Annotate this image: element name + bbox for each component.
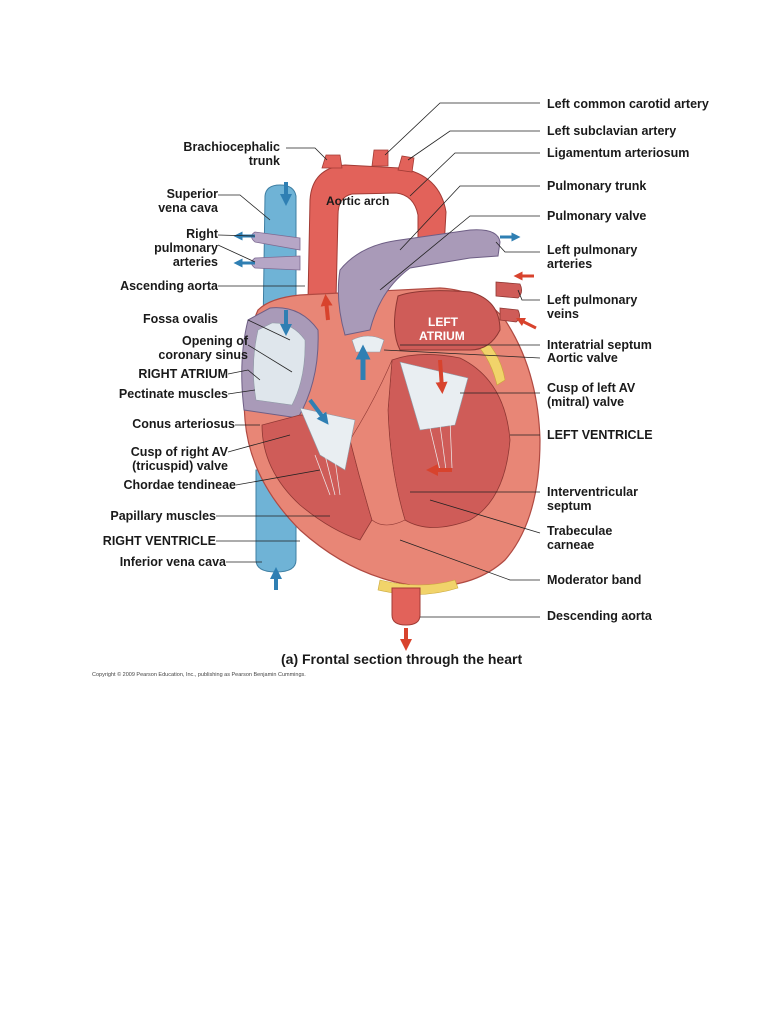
label-left-atrium-line1: LEFT [428, 315, 459, 329]
left-pulmonary-vein-upper [495, 281, 522, 299]
left-label-13: RIGHT VENTRICLE [103, 534, 216, 548]
right-label-15: Descending aorta [547, 609, 653, 623]
left-label-11: Chordae tendineae [123, 478, 236, 492]
right-label-11: LEFT VENTRICLE [547, 428, 653, 442]
copyright-notice: Copyright © 2009 Pearson Education, Inc.… [92, 671, 306, 678]
right-label-1: Left common carotid artery [547, 97, 709, 111]
left-label-4: Ascending aorta [120, 279, 219, 293]
right-label-9: Aortic valve [547, 351, 618, 365]
figure-caption: (a) Frontal section through the heart [281, 651, 522, 667]
right-label-7-line1: Left pulmonary [547, 293, 637, 307]
right-label-8: Interatrial septum [547, 338, 652, 352]
right-label-10-line2: (mitral) valve [547, 395, 624, 409]
left-label-3-line3: arteries [173, 255, 218, 269]
label-left-atrium-line2: ATRIUM [419, 329, 465, 343]
mitral-valve [399, 361, 469, 431]
left-label-5: Fossa ovalis [143, 312, 218, 326]
left-label-2-line1: Superior [167, 187, 219, 201]
left-label-7: RIGHT ATRIUM [138, 367, 228, 381]
right-label-10-line1: Cusp of left AV [547, 381, 636, 395]
left-label-14: Inferior vena cava [120, 555, 227, 569]
heart-illustration [241, 149, 541, 626]
left-label-6-line2: coronary sinus [158, 348, 248, 362]
left-label-10-line2: (tricuspid) valve [132, 459, 228, 473]
left-pulmonary-vein-lower [499, 307, 520, 323]
right-label-12-line1: Interventricular [547, 485, 638, 499]
left-common-carotid [371, 149, 389, 167]
right-label-4: Pulmonary trunk [547, 179, 646, 193]
right-label-14: Moderator band [547, 573, 641, 587]
arrow-ra-tv [308, 398, 329, 425]
right-label-7-line2: veins [547, 307, 579, 321]
arrow-lpv-lower [515, 317, 537, 330]
right-label-2: Left subclavian artery [547, 124, 676, 138]
interventricular-septum [349, 359, 406, 526]
left-label-2-line2: vena cava [158, 201, 219, 215]
left-label-12: Papillary muscles [110, 509, 216, 523]
right-label-12-line2: septum [547, 499, 591, 513]
arrow-la-mv [435, 359, 448, 394]
tricuspid-valve [299, 407, 356, 471]
right-label-6-line2: arteries [547, 257, 592, 271]
left-label-10-line1: Cusp of right AV [131, 445, 229, 459]
brachiocephalic-trunk [321, 154, 343, 169]
left-label-1-line1: Brachiocephalic [183, 140, 280, 154]
right-leader-lines [379, 102, 541, 618]
label-aortic-arch: Aortic arch [326, 194, 389, 208]
right-label-13-line1: Trabeculae [547, 524, 612, 538]
right-label-3: Ligamentum arteriosum [547, 146, 689, 160]
left-label-8: Pectinate muscles [119, 387, 228, 401]
right-label-13-line2: carneae [547, 538, 594, 552]
left-label-6-line1: Opening of [182, 334, 249, 348]
pulmonary-trunk [337, 229, 501, 336]
right-pulmonary-artery-lower [251, 255, 301, 271]
left-atrium [394, 290, 501, 351]
left-label-1-line2: trunk [249, 154, 280, 168]
aortic-valve [351, 335, 385, 353]
arrow-aorta-up [320, 294, 333, 321]
left-subclavian [397, 155, 415, 173]
left-label-3-line2: pulmonary [154, 241, 218, 255]
left-label-9: Conus arteriosus [132, 417, 235, 431]
left-label-3-line1: Right [186, 227, 219, 241]
descending-aorta [391, 587, 421, 626]
right-label-5: Pulmonary valve [547, 209, 646, 223]
left-leader-lines [216, 147, 330, 563]
right-label-6-line1: Left pulmonary [547, 243, 637, 257]
chordae-tendineae-strands [314, 419, 453, 496]
